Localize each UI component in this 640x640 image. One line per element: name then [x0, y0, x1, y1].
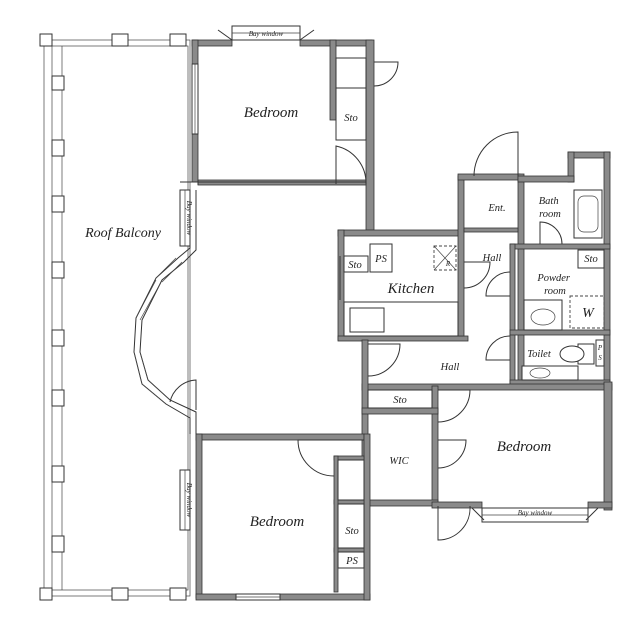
bay-window-label-right: Bay window: [518, 509, 553, 517]
roof-balcony-railing: [39, 33, 191, 601]
sto-label-bath: Sto: [584, 254, 597, 265]
sto-label-hall: Sto: [393, 395, 406, 406]
room-labels: Bedroom Roof Balcony Kitchen Ent. Hall H…: [84, 30, 603, 567]
bedroom-top-label: Bedroom: [244, 105, 299, 121]
ps-label-kitchen: PS: [374, 254, 387, 265]
p-label: P: [597, 344, 603, 352]
bay-window-label-left-lower: Bay window: [185, 483, 193, 518]
toilet-label: Toilet: [527, 349, 552, 360]
powder-label-line: Powder: [536, 273, 571, 284]
s-label: S: [598, 354, 602, 362]
bay-window-label-top: Bay window: [249, 30, 284, 38]
windows: [133, 25, 599, 601]
walls: [133, 39, 613, 601]
bath-label-line: Bath: [539, 196, 559, 207]
ps-label-bottom: PS: [345, 556, 358, 567]
bath-label: Bath room: [539, 196, 562, 220]
bedroom-bottom-label: Bedroom: [250, 514, 305, 530]
r-label: R: [445, 260, 451, 268]
sto-label-top: Sto: [344, 113, 357, 124]
sto-label-bottom: Sto: [345, 526, 358, 537]
powder-label: Powder room: [536, 273, 572, 297]
fixtures: [335, 57, 605, 569]
sto-label-kitchen: Sto: [348, 260, 361, 271]
entrance-label: Ent.: [487, 203, 505, 214]
hall-lower-label: Hall: [440, 362, 460, 373]
hall-upper-label: Hall: [482, 253, 502, 264]
powder-label-line: room: [544, 286, 566, 297]
w-label: W: [582, 306, 595, 321]
wic-label: WIC: [389, 456, 409, 467]
kitchen-label: Kitchen: [387, 281, 435, 297]
doors: [169, 61, 563, 541]
bath-label-line: room: [539, 209, 561, 220]
bay-window-label-left-upper: Bay window: [185, 201, 193, 236]
bedroom-right-label: Bedroom: [497, 439, 552, 455]
roof-balcony-label: Roof Balcony: [84, 226, 162, 241]
